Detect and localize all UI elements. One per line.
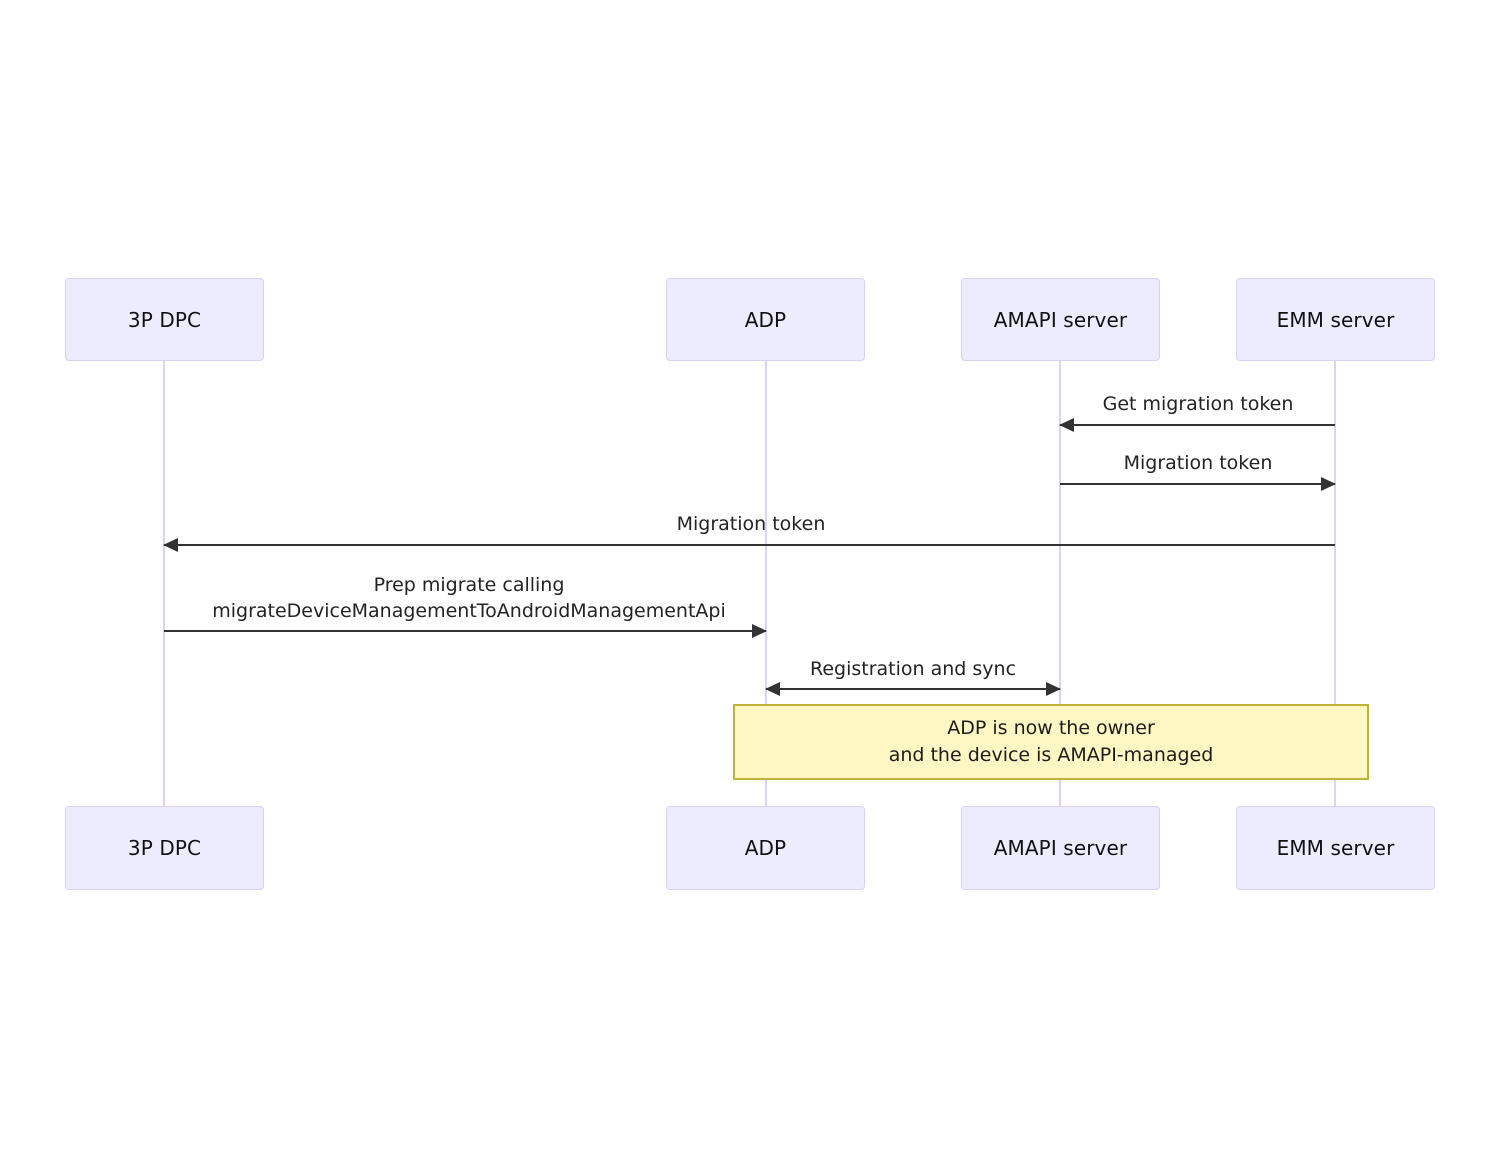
- arrow-line: [164, 544, 1335, 546]
- participant-top-adp[interactable]: ADP: [666, 278, 865, 361]
- lifeline-amapi: [1059, 361, 1061, 806]
- lifeline-adp: [765, 361, 767, 806]
- participant-label: ADP: [744, 307, 787, 332]
- participant-top-dpc[interactable]: 3P DPC: [65, 278, 264, 361]
- arrow-line: [1060, 483, 1335, 485]
- message-label-m3: Migration token: [676, 513, 826, 535]
- participant-label: AMAPI server: [993, 836, 1128, 860]
- arrow-line: [164, 630, 766, 632]
- participant-bottom-dpc[interactable]: 3P DPC: [65, 806, 264, 890]
- participant-label: AMAPI server: [993, 307, 1128, 332]
- message-arrow-m1: [1059, 418, 1335, 432]
- note-n1: ADP is now the owner and the device is A…: [733, 704, 1369, 780]
- arrowhead-left-icon: [765, 682, 780, 696]
- arrow-line: [1060, 424, 1335, 426]
- arrowhead-right-icon: [752, 624, 767, 638]
- message-arrow-m2: [1060, 477, 1336, 491]
- participant-bottom-emm[interactable]: EMM server: [1236, 806, 1435, 890]
- message-arrow-m5: [765, 682, 1061, 696]
- arrowhead-left-icon: [163, 538, 178, 552]
- note-text: ADP is now the owner and the device is A…: [888, 717, 1214, 766]
- message-label-m4: Prep migrate calling migrateDeviceManage…: [212, 574, 726, 622]
- message-label-m2: Migration token: [1123, 452, 1273, 474]
- participant-label: EMM server: [1276, 307, 1395, 332]
- message-label-m5: Registration and sync: [809, 658, 1017, 680]
- participant-label: 3P DPC: [127, 307, 202, 332]
- message-arrow-m3: [163, 538, 1335, 552]
- message-arrow-m4: [164, 624, 767, 638]
- participant-label: 3P DPC: [127, 836, 202, 860]
- participant-label: ADP: [744, 836, 787, 860]
- message-label-m1: Get migration token: [1102, 393, 1294, 415]
- arrowhead-left-icon: [1059, 418, 1074, 432]
- arrowhead-right-icon: [1321, 477, 1336, 491]
- participant-top-emm[interactable]: EMM server: [1236, 278, 1435, 361]
- arrowhead-right-icon: [1046, 682, 1061, 696]
- lifeline-emm: [1334, 361, 1336, 806]
- participant-label: EMM server: [1276, 836, 1395, 860]
- arrow-line: [766, 688, 1060, 690]
- lifeline-dpc: [163, 361, 165, 806]
- participant-bottom-adp[interactable]: ADP: [666, 806, 865, 890]
- participant-bottom-amapi[interactable]: AMAPI server: [961, 806, 1160, 890]
- participant-top-amapi[interactable]: AMAPI server: [961, 278, 1160, 361]
